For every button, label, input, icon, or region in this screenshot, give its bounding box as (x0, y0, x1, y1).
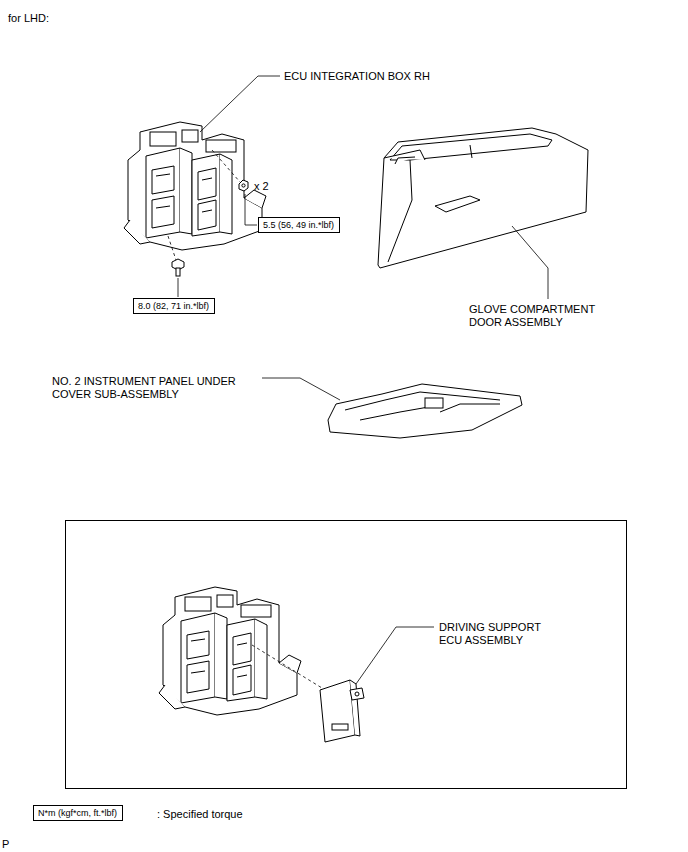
driving-support-ecu-drawing (320, 680, 364, 742)
bolt-symbol (172, 259, 184, 276)
leader-line (512, 226, 548, 299)
ecu-integration-box (124, 122, 266, 250)
node-text: N*m (kgf*cm, ft.*lbf) (38, 807, 118, 819)
node-text: 8.0 (82, 71 in.*lbf) (138, 300, 210, 312)
legend-text: : Specified torque (157, 808, 243, 821)
part-name: GLOVE COMPARTMENT DOOR ASSEMBLY (469, 303, 604, 329)
part-name: NO. 2 INSTRUMENT PANEL UNDER COVER SUB-A… (52, 375, 237, 401)
leader-line (200, 76, 280, 132)
nut-symbol (239, 180, 248, 191)
legend-torque-box: N*m (kgf*cm, ft.*lbf) (33, 805, 123, 821)
node-text: 5.5 (56, 49 in.*lbf) (263, 219, 335, 231)
leader-line (245, 194, 257, 225)
glove-compartment-drawing (378, 128, 588, 268)
torque-box: 8.0 (82, 71 in.*lbf) (133, 298, 215, 314)
dashed-line (212, 150, 240, 182)
leader-line (178, 278, 179, 297)
figure-code: P (2, 838, 9, 851)
quantity-label: x 2 (254, 180, 269, 193)
inset-frame: DRIVING SUPPORT ECU ASSEMBLY (65, 520, 627, 789)
node-text: DRIVING SUPPORT ECU ASSEMBLY (439, 621, 559, 647)
ecu-integration-box (159, 587, 301, 715)
torque-box: 5.5 (56, 49 in.*lbf) (258, 217, 340, 233)
dashed-line (252, 645, 322, 688)
dashed-line (168, 236, 176, 260)
under-cover-drawing (328, 384, 522, 438)
leader-line (356, 627, 434, 684)
page-note: for LHD: (8, 12, 49, 25)
leader-line (262, 378, 340, 400)
part-name: ECU INTEGRATION BOX RH (284, 70, 430, 83)
